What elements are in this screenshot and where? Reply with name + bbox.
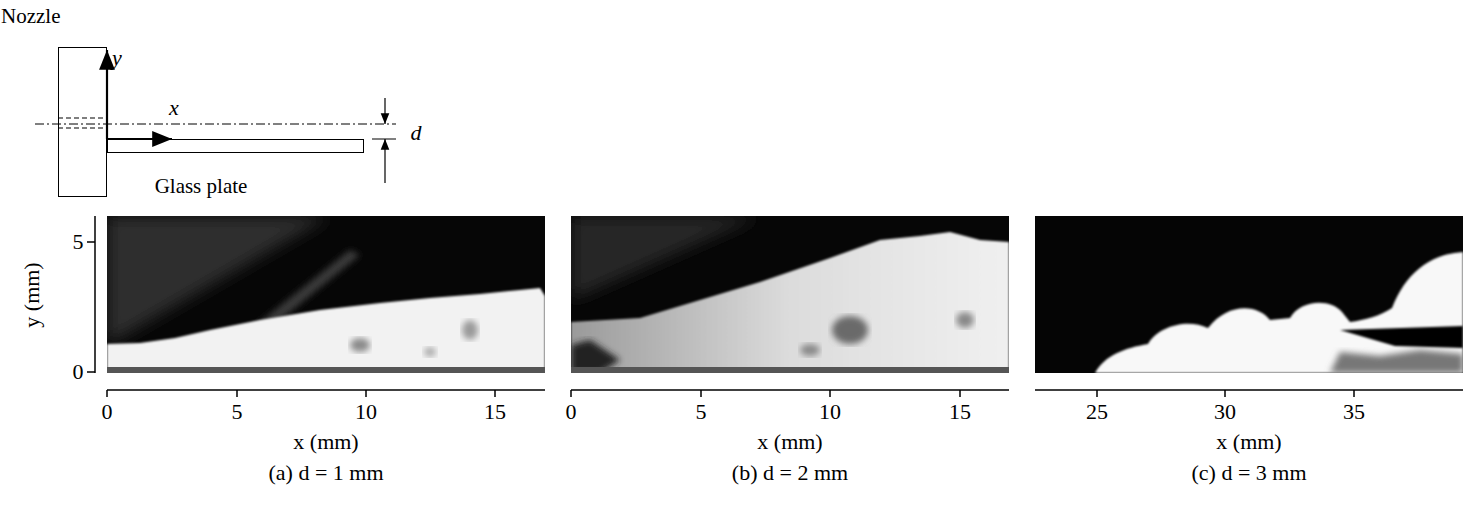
- axis-title: x (mm): [757, 429, 822, 455]
- dimension-label: d: [411, 120, 422, 146]
- axis-name: x: [169, 95, 179, 121]
- nozzle-box: Nozzle: [58, 47, 107, 197]
- dimension-arrow: [384, 98, 385, 124]
- tick-label: 15: [484, 399, 506, 425]
- glass-plate: Glass plate: [107, 139, 364, 153]
- tick-label: 5: [696, 399, 707, 425]
- tick-label: 10: [819, 399, 841, 425]
- tick-label: 0: [73, 359, 84, 385]
- tick-label: 35: [1343, 399, 1365, 425]
- tick-label: 10: [355, 399, 377, 425]
- axis-title: y (mm): [19, 262, 45, 327]
- nozzle-bore: [58, 117, 107, 118]
- dimension-tick: [372, 139, 396, 140]
- axis-title: x (mm): [1216, 429, 1281, 455]
- axes: [87, 216, 1463, 397]
- panel-caption: (c) d = 3 mm: [1191, 460, 1306, 486]
- dimension-arrow: [384, 139, 385, 183]
- tick-label: 15: [949, 399, 971, 425]
- schematic: [35, 50, 396, 183]
- axis-name: y: [112, 45, 122, 71]
- node-label: Glass plate: [155, 174, 248, 199]
- photo-b: [571, 216, 1009, 373]
- centre-line: [35, 124, 396, 125]
- photo-a: [107, 216, 545, 373]
- tick-label: 0: [566, 399, 577, 425]
- tick-label: 25: [1086, 399, 1108, 425]
- tick-label: 5: [232, 399, 243, 425]
- axis-title: x (mm): [293, 429, 358, 455]
- tick-label: 30: [1214, 399, 1236, 425]
- panel-caption: (a) d = 1 mm: [268, 460, 383, 486]
- photo-c: [1035, 216, 1463, 373]
- tick-label: 5: [73, 229, 84, 255]
- panel-caption: (b) d = 2 mm: [732, 460, 848, 486]
- tick-label: 0: [102, 399, 113, 425]
- nozzle-bore: [58, 127, 107, 128]
- node-label: Nozzle: [1, 4, 60, 29]
